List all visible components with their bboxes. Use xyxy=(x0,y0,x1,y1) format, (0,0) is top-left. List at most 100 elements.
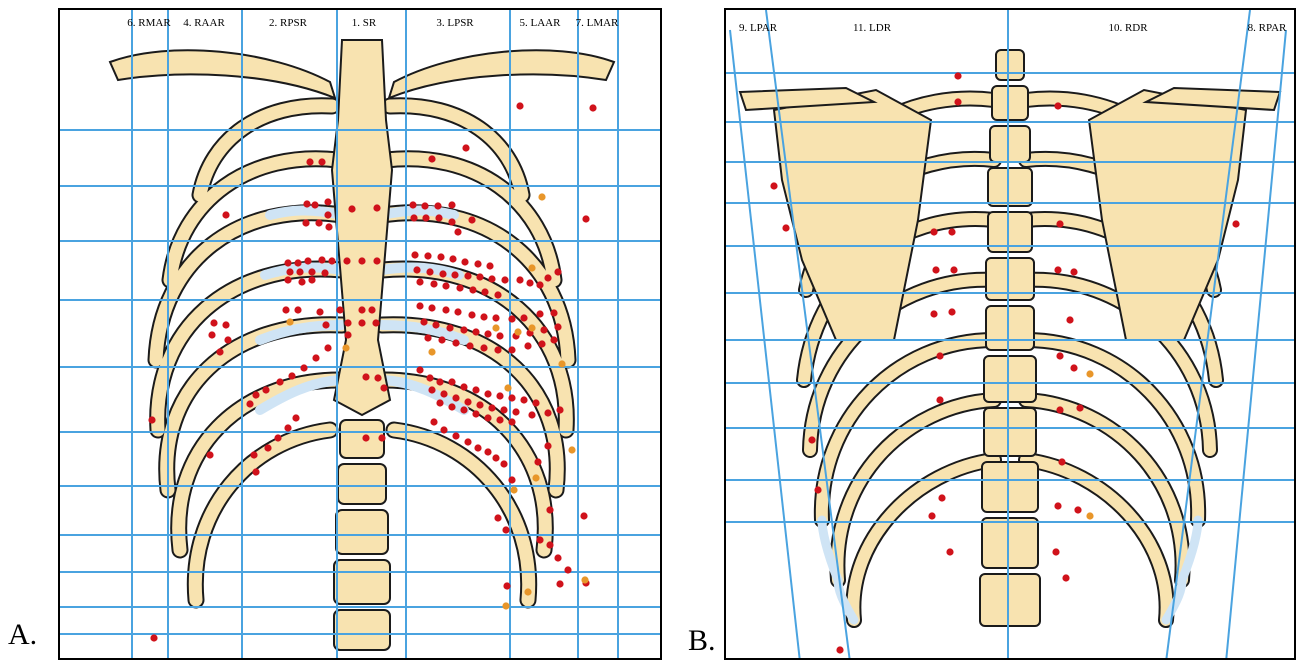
lesion-dot-orange xyxy=(532,474,539,481)
lesion-dot-red xyxy=(496,416,503,423)
lesion-dot-red xyxy=(546,506,553,513)
lesion-dot-red xyxy=(464,398,471,405)
lesion-dot-red xyxy=(1056,220,1063,227)
panel-a-letter: A. xyxy=(8,618,37,652)
lesion-dot-red xyxy=(424,334,431,341)
lesion-dot-red xyxy=(544,409,551,416)
lesion-dot-red xyxy=(476,273,483,280)
lesion-dot-red xyxy=(428,304,435,311)
lesion-dot-red xyxy=(324,198,331,205)
lesion-dot-red xyxy=(1062,574,1069,581)
lesion-dot-orange xyxy=(528,264,535,271)
lesion-dot-red xyxy=(468,311,475,318)
right-clavicle xyxy=(110,50,335,98)
zone-label: 1. SR xyxy=(352,17,376,29)
zone-label: 2. RPSR xyxy=(269,17,307,29)
lesion-dot-red xyxy=(488,404,495,411)
lesion-dot-red xyxy=(372,319,379,326)
lesion-dot-orange xyxy=(428,348,435,355)
lesion-dot-red xyxy=(150,634,157,641)
lesion-dot-red xyxy=(454,308,461,315)
lesion-dot-red xyxy=(312,354,319,361)
lesion-dot-red xyxy=(770,182,777,189)
lesion-dot-red xyxy=(460,326,467,333)
zone-label: 9. LPAR xyxy=(739,22,777,34)
lesion-dot-red xyxy=(936,396,943,403)
lesion-dot-red xyxy=(461,258,468,265)
zone-label: 11. LDR xyxy=(853,22,891,34)
lesion-dot-orange xyxy=(342,344,349,351)
lesion-dot-red xyxy=(1052,548,1059,555)
lesion-dot-orange xyxy=(581,576,588,583)
lesion-dot-red xyxy=(362,373,369,380)
lesion-dot-red xyxy=(589,104,596,111)
lesion-dot-red xyxy=(484,414,491,421)
lesion-dot-red xyxy=(488,275,495,282)
lesion-dot-red xyxy=(315,219,322,226)
lesion-dot-red xyxy=(282,306,289,313)
sternum xyxy=(332,40,392,415)
lesion-dot-red xyxy=(1054,502,1061,509)
lesion-dot-red xyxy=(468,216,475,223)
lesion-dot-red xyxy=(321,269,328,276)
lesion-dot-red xyxy=(446,324,453,331)
lesion-dot-orange xyxy=(568,446,575,453)
lesion-dot-red xyxy=(288,372,295,379)
lesion-dot-red xyxy=(472,328,479,335)
lesion-dot-red xyxy=(343,257,350,264)
lesion-dot-red xyxy=(1232,220,1239,227)
lesion-dot-red xyxy=(1056,352,1063,359)
lesion-dot-red xyxy=(276,378,283,385)
lesion-dot-orange xyxy=(538,193,545,200)
lesion-dot-red xyxy=(520,396,527,403)
lesion-dot-red xyxy=(311,201,318,208)
lesion-dot-red xyxy=(274,434,281,441)
lesion-dot-red xyxy=(336,306,343,313)
lesion-dot-red xyxy=(448,201,455,208)
lesion-dot-red xyxy=(950,266,957,273)
lesion-dot-red xyxy=(430,418,437,425)
lesion-dot-red xyxy=(508,418,515,425)
lesion-dot-red xyxy=(554,268,561,275)
lesion-dot-red xyxy=(494,346,501,353)
lesion-dot-red xyxy=(440,426,447,433)
lesion-dot-red xyxy=(420,318,427,325)
lesion-dot-red xyxy=(532,399,539,406)
lesion-dot-red xyxy=(1054,102,1061,109)
lesion-dot-red xyxy=(464,272,471,279)
lesion-dot-red xyxy=(508,394,515,401)
lesion-dot-red xyxy=(492,314,499,321)
lesion-dot-red xyxy=(308,276,315,283)
zone-label: 8. RPAR xyxy=(1248,22,1287,34)
lesion-dot-red xyxy=(946,548,953,555)
lesion-dot-red xyxy=(328,257,335,264)
rib-cage-posterior xyxy=(740,50,1280,626)
lesion-dot-red xyxy=(374,374,381,381)
lesion-dot-red xyxy=(808,436,815,443)
lesion-dot-red xyxy=(550,309,557,316)
lesion-dot-red xyxy=(300,364,307,371)
lesion-dot-red xyxy=(439,270,446,277)
lesion-dot-red xyxy=(448,403,455,410)
zone-label: 7. LMAR xyxy=(576,17,619,29)
lesion-dot-red xyxy=(524,342,531,349)
lesion-dot-orange xyxy=(510,486,517,493)
zone-label: 5. LAAR xyxy=(520,17,561,29)
lesion-dot-red xyxy=(411,251,418,258)
lesion-dot-red xyxy=(324,211,331,218)
lesion-dot-red xyxy=(292,414,299,421)
lesion-dot-red xyxy=(410,214,417,221)
anterior-chest-svg xyxy=(60,10,662,660)
lesion-dot-red xyxy=(496,332,503,339)
lesion-dot-red xyxy=(421,202,428,209)
lesion-dot-red xyxy=(512,408,519,415)
lesion-dot-red xyxy=(294,259,301,266)
lesion-dot-red xyxy=(930,228,937,235)
lesion-dot-red xyxy=(318,256,325,263)
lesion-dot-red xyxy=(494,514,501,521)
lesion-dot-red xyxy=(318,158,325,165)
lesion-dot-red xyxy=(500,406,507,413)
lesion-dot-red xyxy=(284,259,291,266)
lesion-dot-red xyxy=(246,400,253,407)
